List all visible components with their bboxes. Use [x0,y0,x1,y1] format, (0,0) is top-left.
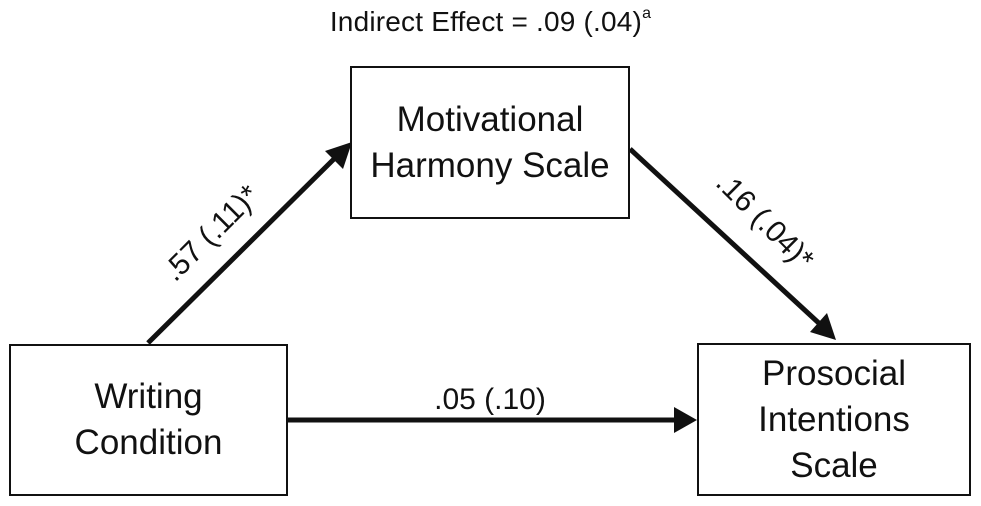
mediator-box: Motivational Harmony Scale [350,66,630,219]
b-path-arrowhead [810,313,836,340]
predictor-box: Writing Condition [9,344,288,496]
a-path-label: .57 (.11)* [157,179,266,288]
predictor-label: Writing Condition [74,377,223,462]
outcome-label: Prosocial Intentions Scale [758,353,910,485]
b-path-arrow-line [628,147,824,328]
a-path-arrow-line [146,153,340,345]
outcome-box: Prosocial Intentions Scale [697,343,971,496]
indirect-effect-superscript: a [642,4,652,22]
indirect-effect-title: Indirect Effect = .09 (.04)a [0,4,981,38]
c-prime-path-arrowhead [674,407,697,433]
c-prime-path-label: .05 (.10) [434,383,546,416]
indirect-effect-text: Indirect Effect = .09 (.04) [329,6,643,37]
mediator-label: Motivational Harmony Scale [370,99,610,185]
b-path-label: .16 (.04)* [709,166,820,277]
a-path-arrowhead [325,142,352,169]
